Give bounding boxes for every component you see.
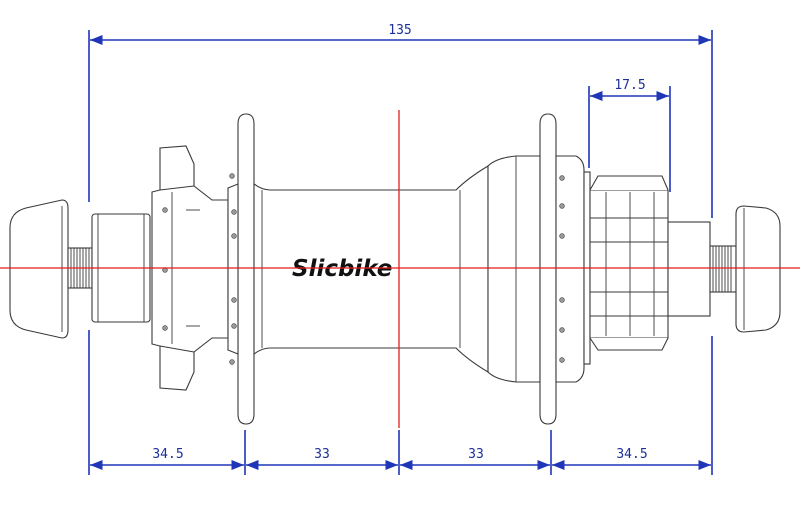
dim-drive-flange-to-right-end: 34.5 bbox=[616, 447, 647, 462]
brand-logo-text: Slicbike bbox=[292, 256, 392, 282]
right-flange bbox=[539, 113, 585, 425]
dim-disc-flange-to-center: 33 bbox=[314, 447, 330, 462]
dim-left-end-to-disc-flange: 34.5 bbox=[152, 447, 183, 462]
left-flange bbox=[227, 113, 255, 425]
dim-freehub-offset: 17.5 bbox=[614, 78, 645, 93]
extension-lines bbox=[88, 30, 713, 475]
hub-body bbox=[9, 113, 781, 425]
left-end-cap bbox=[9, 199, 69, 339]
dim-overall-width: 135 bbox=[388, 23, 411, 38]
dimension-lines bbox=[90, 34, 711, 471]
drive-side-shoulder bbox=[487, 155, 541, 383]
right-axle-thread bbox=[709, 245, 737, 293]
dim-center-to-drive-flange: 33 bbox=[468, 447, 484, 462]
right-end-cap bbox=[735, 205, 781, 333]
